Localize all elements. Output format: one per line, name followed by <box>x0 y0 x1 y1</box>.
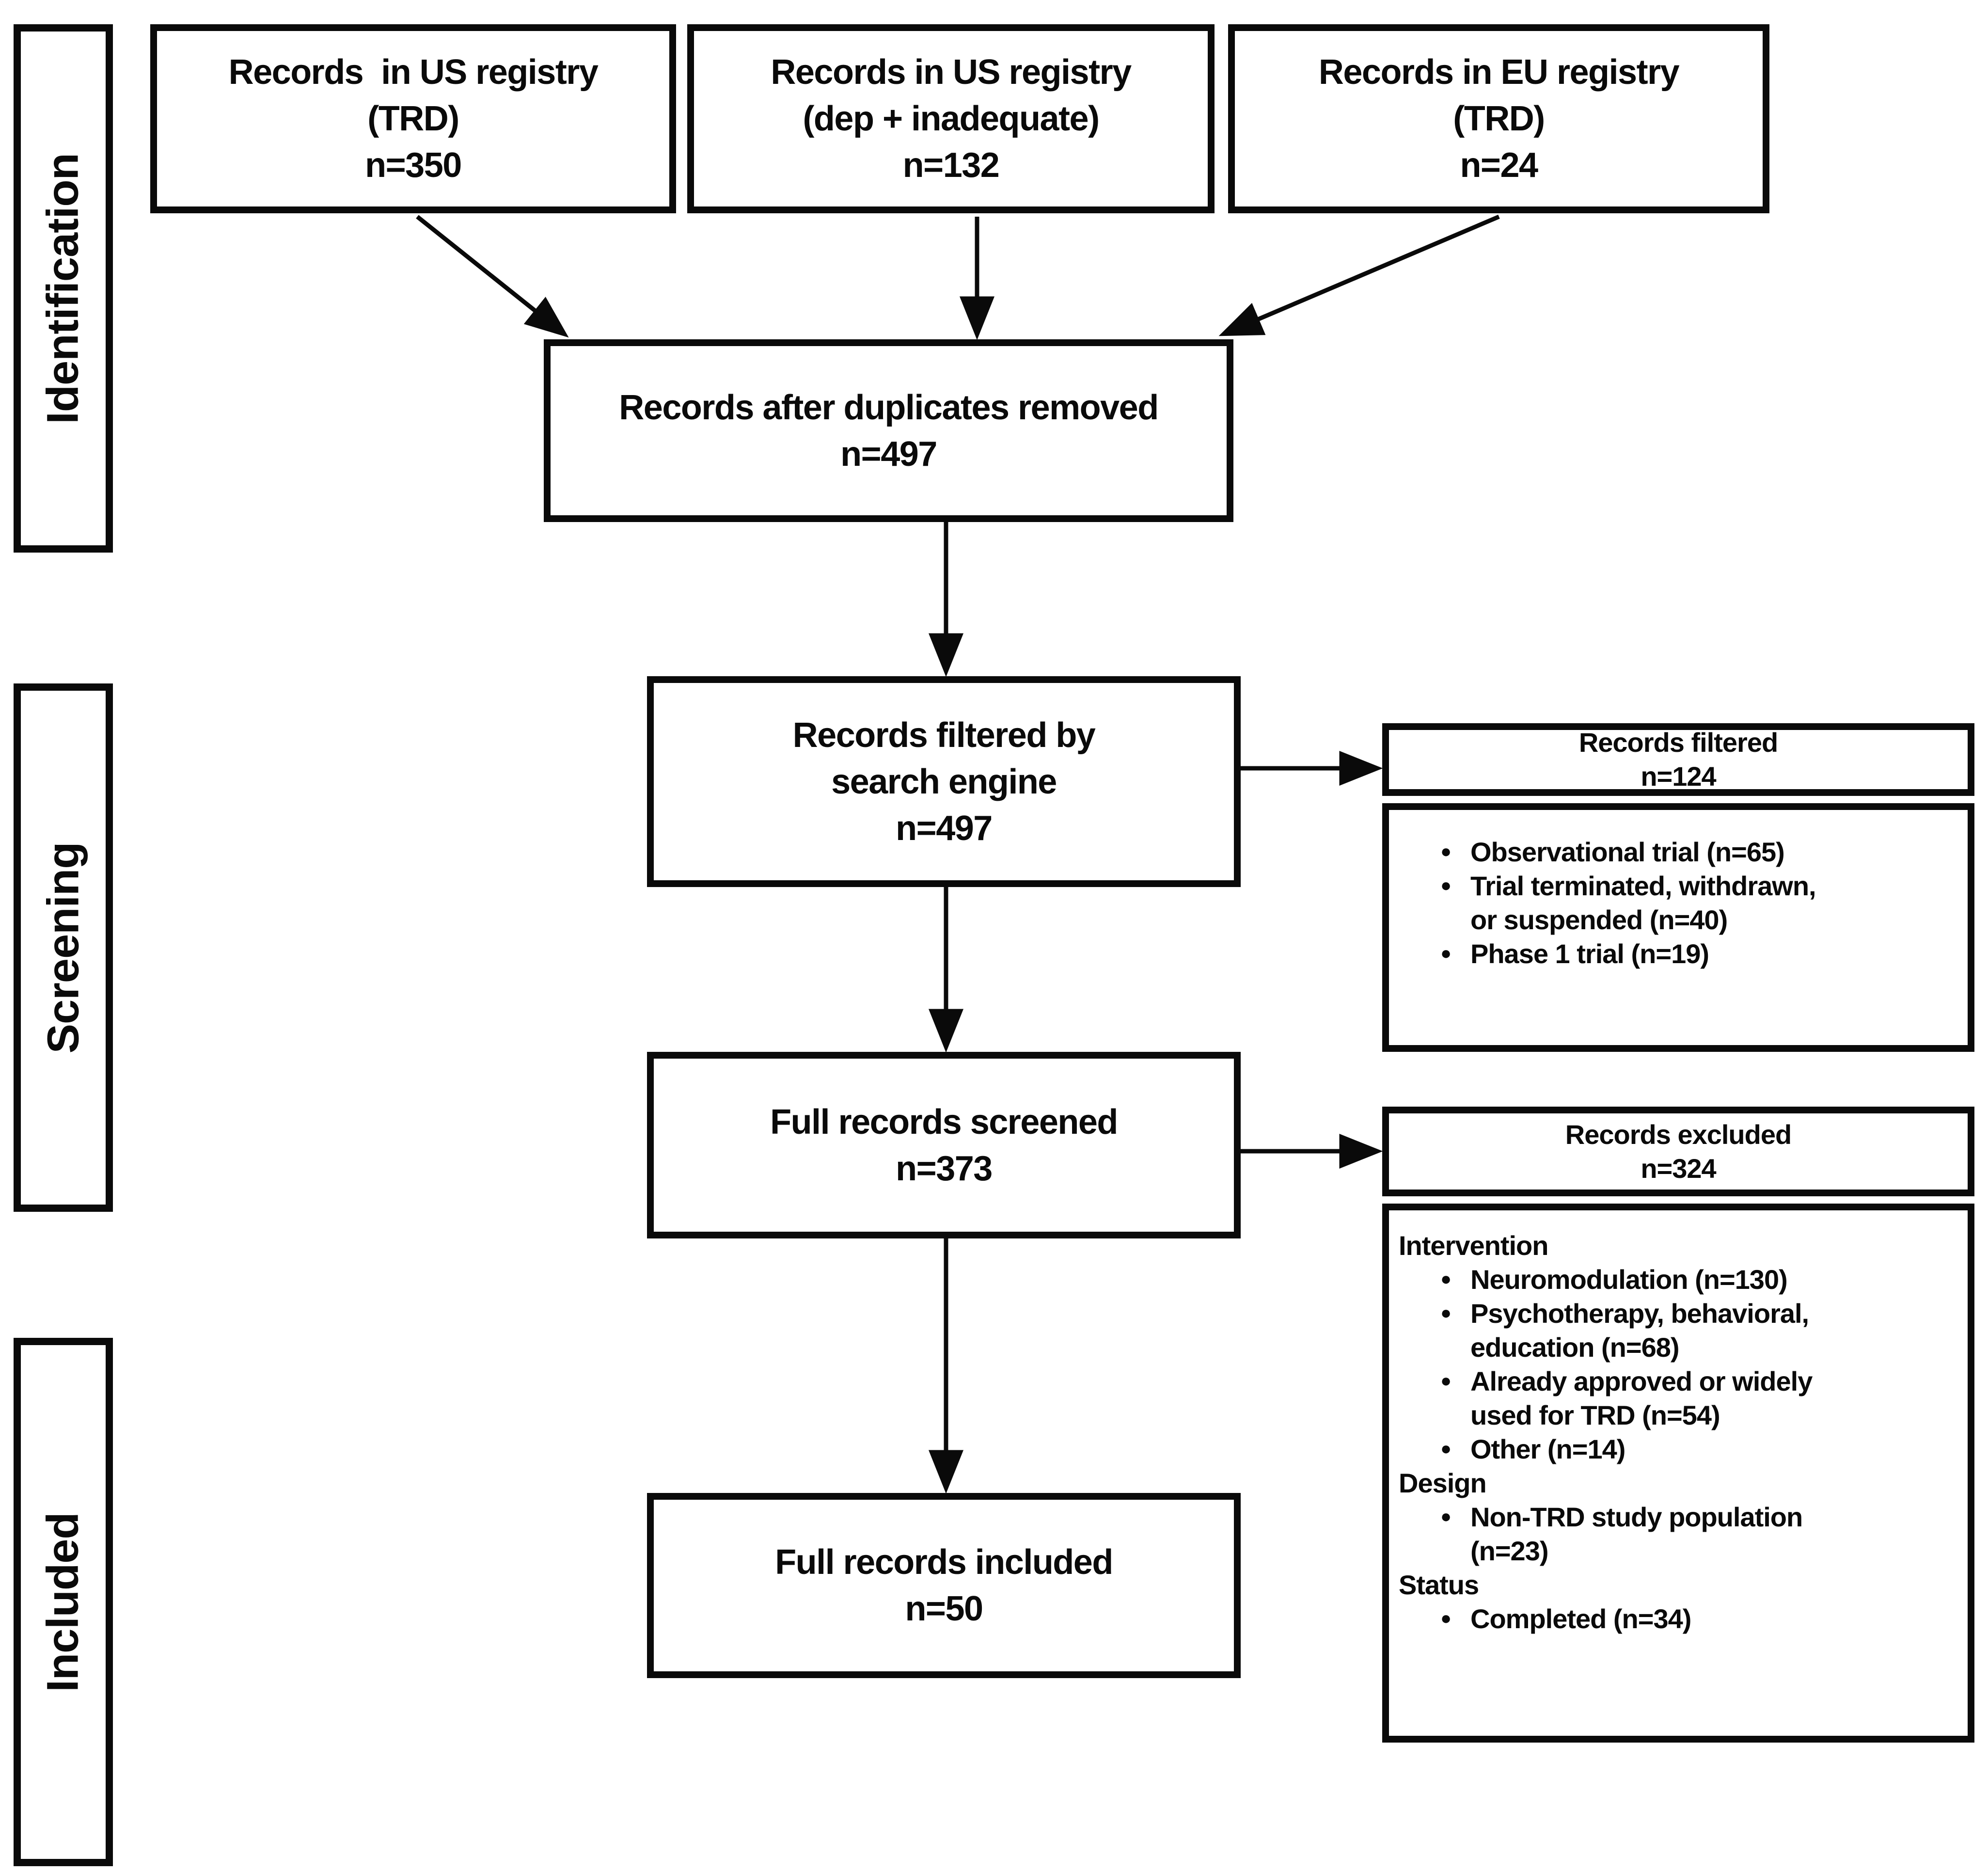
box-duplicates-removed: Records after duplicates removed n=497 <box>544 339 1233 522</box>
list-item: Already approved or widely used for TRD … <box>1440 1364 1956 1432</box>
list-item: Neuromodulation (n=130) <box>1440 1262 1956 1297</box>
exclusion-section-header: Design <box>1399 1468 1487 1498</box>
arrow-eu-trd-to-duplicates <box>1218 214 1500 336</box>
box-full-records-included: Full records included n=50 <box>647 1493 1241 1678</box>
exclusion-design-list: Non-TRD study population (n=23) <box>1399 1500 1956 1568</box>
list-item: Trial terminated, withdrawn, or suspende… <box>1440 869 1956 937</box>
stage-label-included: Included <box>38 1512 88 1692</box>
exclusion-status-list: Completed (n=34) <box>1399 1602 1956 1636</box>
list-item: Observational trial (n=65) <box>1440 835 1956 869</box>
box-exclusion-reasons: Intervention Neuromodulation (n=130) Psy… <box>1382 1204 1974 1743</box>
stage-box-identification: Identification <box>14 24 113 553</box>
stage-label-identification: Identification <box>38 153 88 424</box>
exclusion-section-header: Status <box>1399 1570 1479 1600</box>
box-full-records-screened: Full records screened n=373 <box>647 1052 1241 1238</box>
list-item: Other (n=14) <box>1440 1432 1956 1466</box>
box-eu-registry-trd: Records in EU registry (TRD) n=24 <box>1228 24 1769 213</box>
box-us-registry-trd: Records in US registry (TRD) n=350 <box>150 24 676 213</box>
exclusion-intervention-list: Neuromodulation (n=130) Psychotherapy, b… <box>1399 1262 1956 1466</box>
exclusion-section-header: Intervention <box>1399 1230 1548 1261</box>
stage-box-screening: Screening <box>14 683 113 1212</box>
list-item: Psychotherapy, behavioral, education (n=… <box>1440 1296 1956 1364</box>
list-item: Completed (n=34) <box>1440 1602 1956 1636</box>
box-records-filtered-title: Records filtered n=124 <box>1382 723 1974 796</box>
box-us-registry-dep-inadequate: Records in US registry (dep + inadequate… <box>687 24 1215 213</box>
box-records-excluded-title: Records excluded n=324 <box>1382 1107 1974 1196</box>
arrow-us-trd-to-duplicates <box>416 215 569 338</box>
list-item: Phase 1 trial (n=19) <box>1440 936 1956 971</box>
box-filter-reasons: Observational trial (n=65) Trial termina… <box>1382 803 1974 1052</box>
stage-label-screening: Screening <box>38 842 88 1053</box>
filter-reasons-list: Observational trial (n=65) Trial termina… <box>1399 835 1956 971</box>
list-item: Non-TRD study population (n=23) <box>1440 1500 1956 1568</box>
box-filtered-search-engine: Records filtered by search engine n=497 <box>647 676 1241 887</box>
stage-box-included: Included <box>14 1338 113 1866</box>
